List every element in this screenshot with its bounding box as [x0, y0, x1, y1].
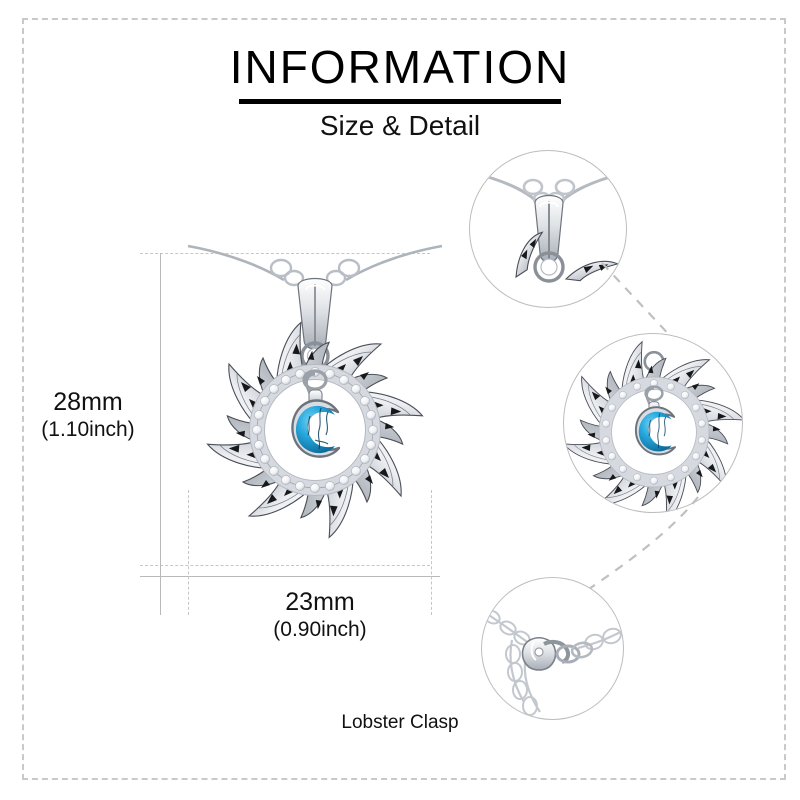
guide-top-dashed [140, 253, 430, 254]
lobster-clasp-icon [521, 636, 594, 671]
cz-ring [249, 364, 381, 496]
page-title: INFORMATION [229, 41, 571, 93]
width-measure-line [140, 576, 440, 577]
pendant-face-detail-image [564, 337, 742, 512]
height-inch: (1.10inch) [41, 417, 135, 441]
width-dimension-label: 23mm (0.90inch) [220, 588, 420, 642]
title-underline [239, 99, 561, 104]
height-dimension-label: 28mm (1.10inch) [18, 388, 158, 442]
sun-rays [202, 317, 428, 543]
clasp-caption: Lobster Clasp [341, 712, 459, 733]
bail-detail-image [487, 175, 620, 283]
cz-stones [252, 367, 378, 493]
page-subtitle: Size & Detail [319, 110, 481, 141]
main-pendant-image [187, 244, 443, 543]
guide-bottom-dashed [140, 565, 430, 566]
clasp-detail-image [483, 609, 623, 716]
height-mm: 28mm [53, 388, 123, 416]
detail-circle-clasp [481, 577, 624, 720]
detail-circle-pendant-face [563, 333, 743, 513]
crescent-moon-charm-detail [634, 385, 676, 456]
detail-circle-bail [469, 150, 627, 308]
cz-stones-detail [602, 379, 706, 485]
crescent-moon-charm [291, 369, 341, 458]
height-measure-line [160, 253, 161, 615]
width-inch: (0.90inch) [273, 617, 367, 641]
bail [297, 277, 333, 371]
width-mm: 23mm [285, 588, 355, 616]
chain [187, 244, 443, 282]
header: INFORMATION Size & Detail [0, 44, 800, 142]
guide-left-dashed [188, 490, 189, 615]
guide-right-dashed [431, 490, 432, 615]
